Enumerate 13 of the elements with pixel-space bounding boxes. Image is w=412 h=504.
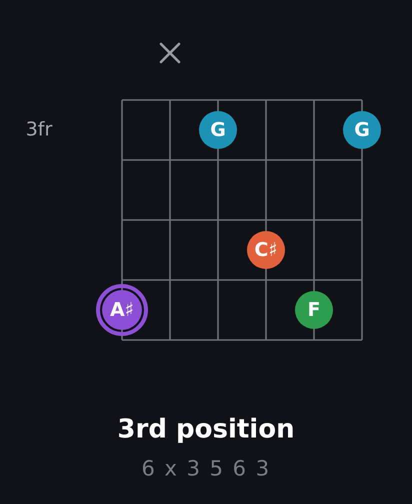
ringed-note-circle [96, 284, 148, 336]
note-circle [199, 111, 237, 149]
note-name: G [210, 120, 226, 140]
fret-number: 3fr [26, 120, 52, 140]
note-name: G [354, 120, 370, 140]
note-circle [247, 231, 285, 269]
chord-title: 3rd position [117, 416, 295, 444]
note-circle [295, 291, 333, 329]
note-circle [343, 111, 381, 149]
note-name: A♯ [110, 300, 134, 320]
fingering-caption: 6 x 3 5 6 3 [141, 457, 271, 481]
note-name: F [308, 300, 320, 320]
note-name: C♯ [254, 240, 278, 260]
